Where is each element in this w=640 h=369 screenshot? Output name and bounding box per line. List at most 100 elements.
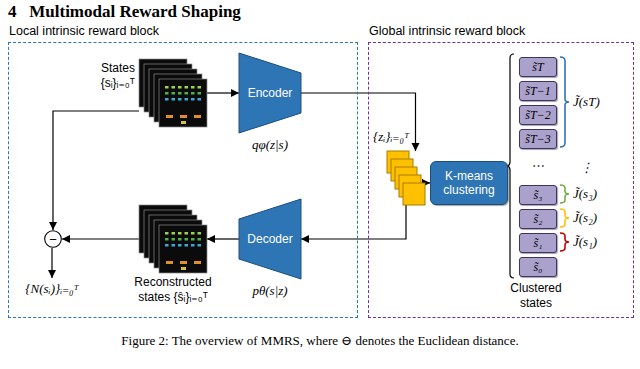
invader-pixel — [178, 92, 182, 95]
player-pixel — [181, 121, 186, 124]
cluster-state-box: s̃T−1 — [519, 81, 557, 101]
state-frame — [159, 225, 207, 273]
node-text: pθ(s|z) — [225, 283, 315, 298]
state-stack-picture — [139, 205, 207, 273]
text-holder: Decoder — [239, 199, 301, 279]
node-text: Reconstructed states {ŝᵢ}ᵢ₌₀ᵀ — [123, 275, 223, 305]
text-holder: s̃T — [520, 58, 556, 76]
invader-pixel — [191, 98, 195, 101]
node-text: States {sᵢ}ᵢ₌₀ᵀ — [89, 61, 135, 91]
node-text: − — [49, 233, 57, 246]
node-text: Encoder — [248, 86, 293, 100]
latent-stack: {zᵢ}ᵢ₌₀ᵀ — [387, 151, 425, 205]
distance-circle: − — [44, 230, 62, 248]
node-text: s̃T−2 — [525, 108, 550, 122]
text-holder: s̃T−2 — [520, 106, 556, 124]
latent-stack-picture — [387, 151, 425, 205]
node-text: s̃₀ — [534, 260, 543, 274]
text-holder: − — [44, 230, 62, 248]
reconstructed-stack: Reconstructed states {ŝᵢ}ᵢ₌₀ᵀ — [139, 205, 207, 273]
text-holder: Encoder — [239, 53, 301, 133]
output-label: {N(sᵢ)}ᵢ₌₀ᵀ — [12, 281, 92, 297]
circle-shape — [45, 231, 62, 248]
invader-pixel — [185, 232, 189, 235]
shield-pixel — [166, 115, 173, 118]
ellipsis: ⋮ — [580, 160, 593, 176]
connector-arrow — [62, 238, 139, 239]
decoder-shape — [239, 199, 301, 279]
node-text: s̃₁ — [534, 236, 543, 250]
invader-pixel — [198, 92, 202, 95]
invader-pixel — [178, 244, 182, 247]
reward-label: J̃(s₃) — [573, 186, 597, 202]
node-text: Local intrinsic reward block — [9, 24, 159, 39]
invader-pixel — [191, 244, 195, 247]
shield-pixel — [194, 261, 201, 264]
text-holder: K-means clustering — [431, 162, 507, 204]
cluster-label: Clustered states — [506, 281, 566, 311]
text-holder: s̃T−3 — [520, 130, 556, 148]
invader-pixel — [185, 98, 189, 101]
cluster-state-box: s̃₂ — [519, 209, 557, 229]
invader-pixel — [185, 86, 189, 89]
invader-pixel — [198, 244, 202, 247]
frame-ground — [159, 225, 207, 273]
invader-pixel — [172, 98, 176, 101]
invader-pixel — [185, 92, 189, 95]
green-brace — [560, 185, 569, 203]
encoder-trapezoid: Encoderqφ(z|s) — [239, 53, 301, 133]
invader-pixel — [165, 232, 169, 235]
invader-pixel — [178, 232, 182, 235]
ellipsis: ⋯ — [518, 158, 556, 174]
state-frame — [159, 79, 207, 127]
figure-caption: Figure 2: The overview of MMRS, where ⊖ … — [10, 333, 630, 349]
invader-pixel — [198, 86, 202, 89]
invader-pixel — [172, 238, 176, 241]
player-pixel — [181, 267, 186, 270]
state-stack: States {sᵢ}ᵢ₌₀ᵀ — [139, 59, 207, 127]
decoder-trapezoid: Decoderpθ(s|z) — [239, 199, 301, 279]
invader-pixel — [165, 98, 169, 101]
shield-pixel — [180, 261, 187, 264]
invader-pixel — [165, 86, 169, 89]
text-holder: s̃₃ — [520, 186, 556, 204]
invader-pixel — [191, 92, 195, 95]
text-holder: s̃₁ — [520, 234, 556, 252]
output-arrow — [51, 248, 52, 278]
invader-pixel — [191, 238, 195, 241]
node-text: {zᵢ}ᵢ₌₀ᵀ — [373, 129, 409, 144]
node-text: Global intrinsic reward block — [369, 24, 525, 39]
cluster-state-box: s̃₃ — [519, 185, 557, 205]
red-brace — [560, 233, 569, 251]
connector-arrow — [207, 92, 239, 93]
frame-ground — [159, 79, 207, 127]
invader-pixel — [165, 92, 169, 95]
invader-pixel — [172, 92, 176, 95]
text-holder: s̃T−1 — [520, 82, 556, 100]
node-text: s̃T−3 — [525, 132, 550, 146]
global-block: Global intrinsic reward block{zᵢ}ᵢ₌₀ᵀK-m… — [368, 42, 634, 318]
invader-pixel — [178, 238, 182, 241]
section-title: 4 Multimodal Reward Shaping — [8, 2, 241, 22]
cluster-state-box: s̃₁ — [519, 233, 557, 253]
cluster-state-box: s̃₀ — [519, 257, 557, 277]
text-holder: s̃₂ — [520, 210, 556, 228]
cluster-state-box: s̃T−2 — [519, 105, 557, 125]
node-text: Decoder — [247, 232, 292, 246]
invader-pixel — [185, 244, 189, 247]
node-text: s̃₃ — [534, 188, 543, 202]
invader-pixel — [178, 98, 182, 101]
invader-pixel — [172, 232, 176, 235]
node-text: qφ(z|s) — [225, 137, 315, 152]
invader-pixel — [165, 244, 169, 247]
cluster-state-box: s̃T−3 — [519, 129, 557, 149]
reward-label: J̃(s₁) — [573, 234, 597, 250]
shield-pixel — [180, 115, 187, 118]
invader-pixel — [198, 238, 202, 241]
invader-pixel — [191, 232, 195, 235]
connector-arrow — [207, 238, 239, 239]
invader-pixel — [191, 86, 195, 89]
reward-label: J̃(sT) — [573, 94, 600, 110]
node-text: s̃₂ — [534, 212, 543, 226]
